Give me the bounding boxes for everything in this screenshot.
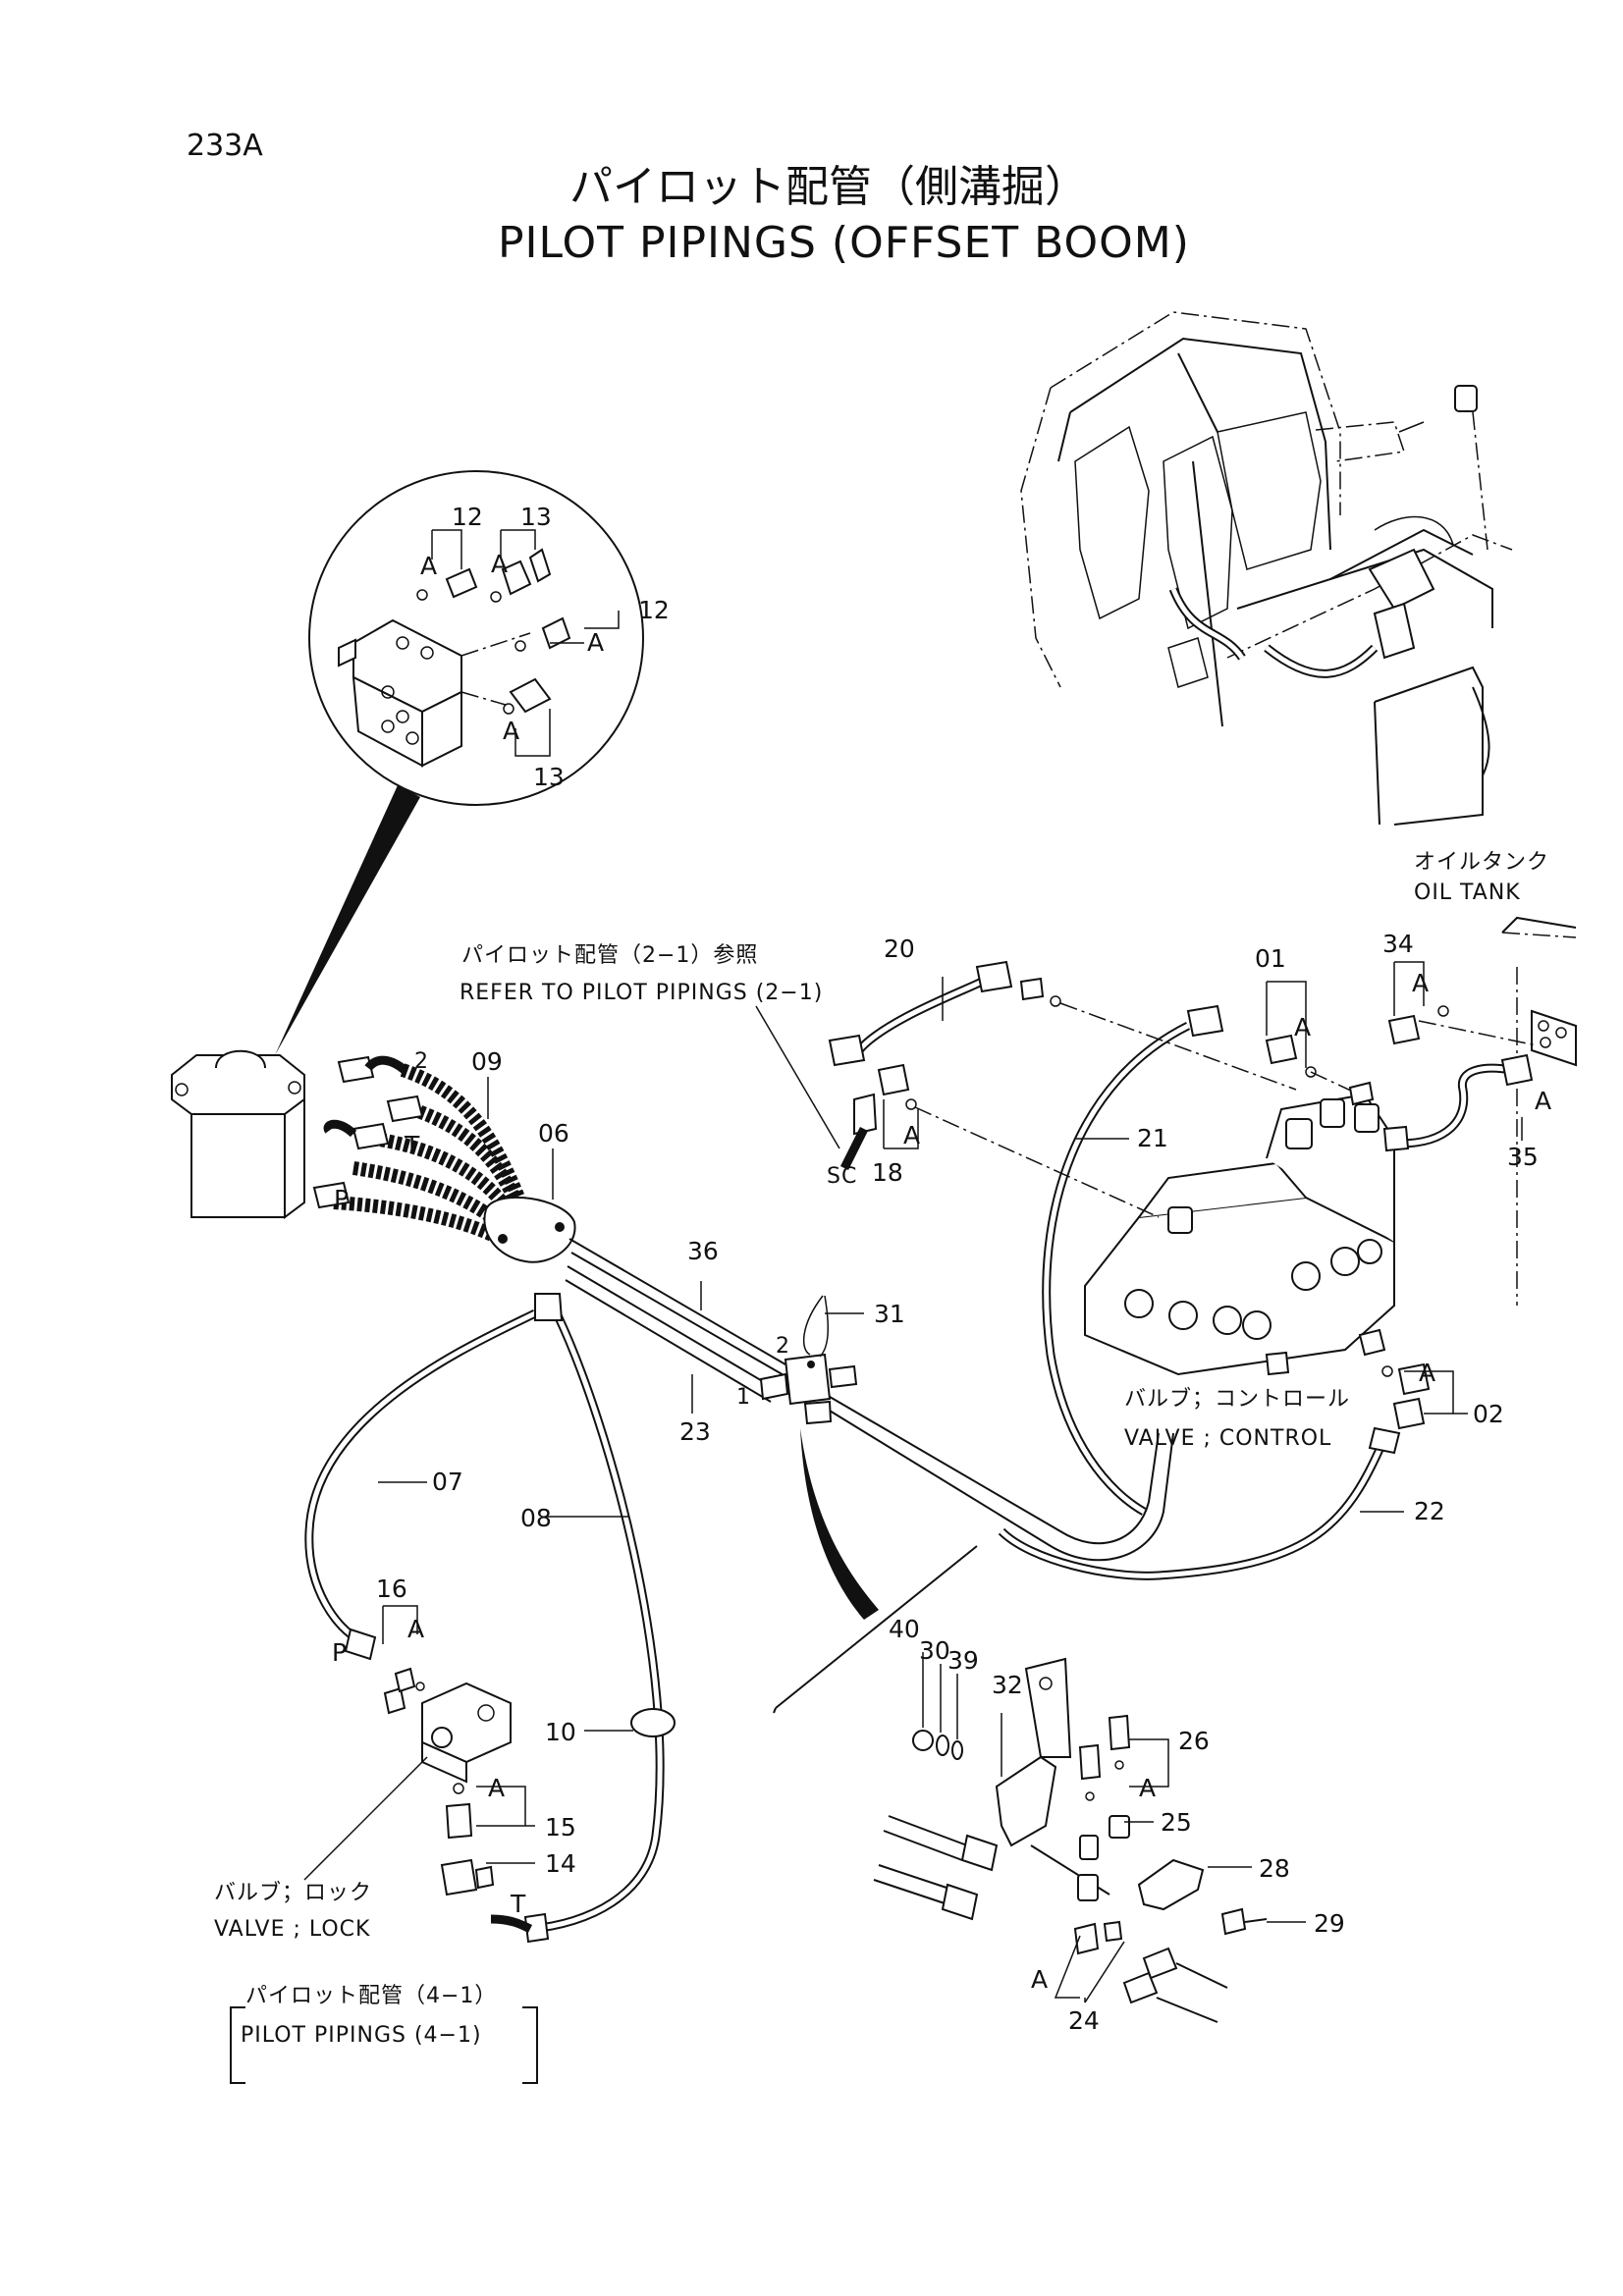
callout-32: 32: [992, 1671, 1023, 1699]
pipe-20-illustration: [828, 960, 1297, 1218]
callout-40: 40: [889, 1615, 920, 1643]
callout-12: 12: [452, 503, 483, 531]
callout-13: 13: [533, 763, 565, 791]
callout-25: 25: [1161, 1808, 1192, 1837]
magnified-detail-circle: [275, 470, 644, 1055]
port-2: 2: [776, 1334, 790, 1359]
letter-p: P: [334, 1185, 349, 1213]
valve-control-label-en: VALVE ; CONTROL: [1124, 1426, 1331, 1451]
callout-34: 34: [1382, 930, 1414, 958]
letter-a: A: [1031, 1965, 1048, 1994]
callout-18: 18: [872, 1158, 903, 1187]
letter-t: T: [510, 1890, 526, 1918]
letter-sc: SC: [827, 1164, 857, 1189]
letter-t: T: [404, 1131, 420, 1159]
callout-15: 15: [545, 1813, 576, 1842]
oil-tank-label-jp: オイルタンク: [1414, 850, 1549, 875]
pilot-pipings-41-en: PILOT PIPINGS (4−1): [241, 2023, 482, 2048]
letter-a: A: [1412, 969, 1429, 997]
callout-28: 28: [1259, 1854, 1290, 1883]
refer-note-en: REFER TO PILOT PIPINGS (2−1): [460, 981, 823, 1005]
letter-a: A: [407, 1615, 424, 1643]
pilot-valve-illustration: [171, 1049, 305, 1219]
callout-26: 26: [1178, 1727, 1210, 1755]
control-valve-illustration: [998, 1004, 1538, 1580]
letter-a: A: [420, 552, 437, 580]
callout-36: 36: [687, 1237, 719, 1265]
letter-a: A: [1294, 1013, 1311, 1041]
port-1: 1: [736, 1385, 751, 1410]
valve-lock-label-en: VALVE ; LOCK: [214, 1917, 370, 1942]
letter-a: A: [491, 550, 508, 578]
letter-a: A: [587, 628, 604, 657]
title-japanese: パイロット配管（側溝掘）: [569, 162, 1088, 212]
letter-a: A: [503, 717, 519, 745]
letter-a: A: [1419, 1359, 1435, 1387]
callout-31: 31: [874, 1300, 905, 1328]
letter-p: P: [332, 1638, 347, 1667]
lock-valve-illustration: [383, 1667, 533, 1934]
callout-07: 07: [432, 1468, 463, 1496]
refer-note-jp: パイロット配管（2−1）参照: [461, 943, 758, 968]
pilot-pipings-41-jp: パイロット配管（4−1）: [245, 1984, 497, 2008]
page-number: 233A: [187, 129, 263, 163]
callout-20: 20: [884, 934, 915, 963]
valve-control-label-jp: バルブ；コントロール: [1124, 1387, 1350, 1412]
leader-lines: [230, 961, 1523, 2084]
callout-30: 30: [919, 1636, 950, 1665]
callout-21: 21: [1137, 1124, 1168, 1152]
port-letters: A A A A A A A A A A A A A P P T T SC 2 2…: [332, 550, 1551, 1994]
callout-13: 13: [520, 503, 552, 531]
callout-06: 06: [538, 1119, 569, 1148]
junction-block-illustration: [759, 1295, 858, 1425]
callout-numbers: 12 13 12 13 09 06 07 08 16 10 15 14 36 2…: [376, 503, 1539, 2035]
letter-a: A: [1139, 1774, 1156, 1802]
letter-a: A: [1535, 1087, 1551, 1115]
callout-01: 01: [1255, 944, 1286, 973]
callout-12: 12: [638, 596, 670, 624]
oil-tank-illustration: [1501, 916, 1577, 1306]
letter-a: A: [488, 1774, 505, 1802]
callout-29: 29: [1314, 1909, 1345, 1938]
notes: オイルタンク OIL TANK パイロット配管（2−1）参照 REFER TO …: [214, 850, 1549, 2048]
callout-24: 24: [1068, 2006, 1100, 2035]
callout-39: 39: [947, 1646, 979, 1675]
letter-a: A: [903, 1121, 920, 1149]
callout-09: 09: [471, 1047, 503, 1076]
hose-bundle: [304, 1055, 1174, 1944]
cab-illustration: [1020, 311, 1513, 826]
bracket-assembly-illustration: [773, 1428, 1268, 2023]
oil-tank-label-en: OIL TANK: [1414, 881, 1521, 905]
callout-10: 10: [545, 1718, 576, 1746]
callout-02: 02: [1473, 1400, 1504, 1428]
callout-22: 22: [1414, 1497, 1445, 1525]
port-2: 2: [414, 1049, 429, 1074]
callout-23: 23: [679, 1417, 711, 1446]
valve-lock-label-jp: バルブ；ロック: [214, 1881, 372, 1905]
callout-35: 35: [1507, 1143, 1539, 1171]
callout-14: 14: [545, 1849, 576, 1878]
callout-08: 08: [520, 1504, 552, 1532]
callout-16: 16: [376, 1575, 407, 1603]
title-english: PILOT PIPINGS (OFFSET BOOM): [498, 218, 1190, 268]
